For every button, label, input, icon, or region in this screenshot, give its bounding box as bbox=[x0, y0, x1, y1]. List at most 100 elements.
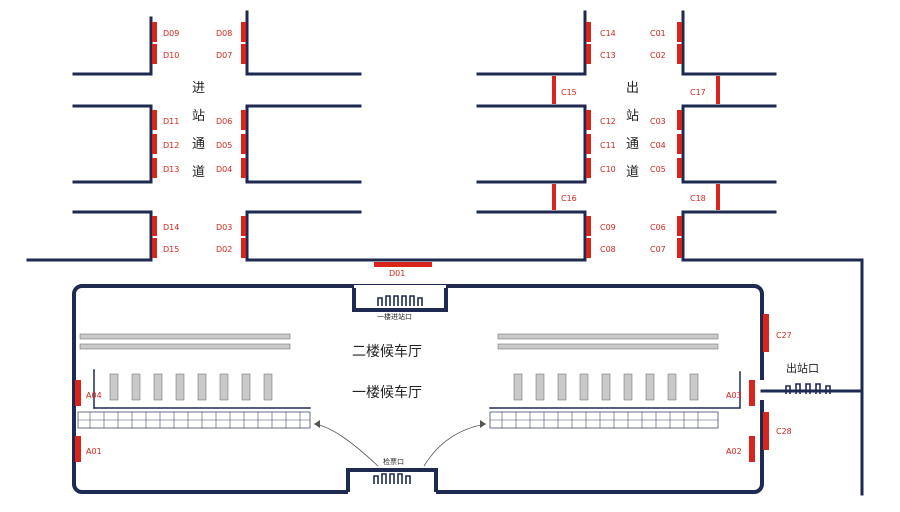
camera-marker-d03 bbox=[241, 216, 246, 236]
camera-marker-c04 bbox=[677, 134, 682, 154]
camera-marker-c03 bbox=[677, 110, 682, 130]
seats-1f-right bbox=[513, 373, 699, 401]
camera-label-d04: D04 bbox=[216, 165, 232, 174]
camera-label-c12: C12 bbox=[600, 117, 616, 126]
camera-marker-d01 bbox=[374, 262, 432, 267]
camera-marker-c10 bbox=[586, 158, 591, 178]
camera-label-c27: C27 bbox=[776, 331, 792, 340]
camera-label-c02: C02 bbox=[650, 51, 666, 60]
camera-label-d11: D11 bbox=[163, 117, 179, 126]
camera-marker-a03 bbox=[749, 380, 755, 406]
camera-marker-d09 bbox=[152, 22, 157, 42]
camera-marker-c16 bbox=[552, 184, 556, 210]
camera-label-c14: C14 bbox=[600, 29, 616, 38]
flow-arrow-left bbox=[313, 423, 379, 467]
entry-passage-char-4: 道 bbox=[192, 165, 205, 180]
camera-label-d14: D14 bbox=[163, 223, 179, 232]
camera-label-c05: C05 bbox=[650, 165, 666, 174]
camera-marker-c07 bbox=[677, 238, 682, 258]
exit-passage-char-4: 道 bbox=[626, 165, 639, 180]
camera-label-c16: C16 bbox=[561, 194, 577, 203]
turnstile-bottom bbox=[373, 473, 411, 484]
camera-label-c06: C06 bbox=[650, 223, 666, 232]
camera-label-c08: C08 bbox=[600, 245, 616, 254]
camera-label-c15: C15 bbox=[561, 88, 577, 97]
camera-label-d12: D12 bbox=[163, 141, 179, 150]
camera-label-d06: D06 bbox=[216, 117, 232, 126]
camera-marker-c14 bbox=[586, 22, 591, 42]
exit-passage-char-1: 出 bbox=[626, 81, 639, 96]
camera-marker-c27 bbox=[763, 314, 769, 352]
camera-marker-c02 bbox=[677, 44, 682, 64]
camera-label-c09: C09 bbox=[600, 223, 616, 232]
camera-marker-d15 bbox=[152, 238, 157, 258]
entry-passage-walls bbox=[26, 10, 587, 262]
camera-marker-c08 bbox=[586, 238, 591, 258]
kiosk-row-left bbox=[77, 411, 311, 429]
kiosk-row-right bbox=[489, 411, 719, 429]
entry-passage-char-2: 站 bbox=[192, 109, 205, 124]
camera-label-a03: A03 bbox=[726, 391, 742, 400]
camera-marker-d02 bbox=[241, 238, 246, 258]
camera-marker-c06 bbox=[677, 216, 682, 236]
exit-gate-label: 出站口 bbox=[786, 361, 819, 375]
camera-label-c18: C18 bbox=[690, 194, 706, 203]
camera-label-d07: D07 bbox=[216, 51, 232, 60]
camera-marker-c11 bbox=[586, 134, 591, 154]
camera-label-d08: D08 bbox=[216, 29, 232, 38]
camera-marker-c13 bbox=[586, 44, 591, 64]
camera-marker-d10 bbox=[152, 44, 157, 64]
camera-marker-d13 bbox=[152, 158, 157, 178]
exit-passage-char-2: 站 bbox=[626, 109, 639, 124]
hall-1f-label: 一楼候车厅 bbox=[352, 384, 422, 401]
camera-marker-a02 bbox=[749, 436, 755, 462]
turnstile-top bbox=[377, 295, 423, 306]
camera-marker-d05 bbox=[241, 134, 246, 154]
camera-marker-c12 bbox=[586, 110, 591, 130]
camera-label-d01: D01 bbox=[389, 269, 405, 278]
camera-marker-c15 bbox=[552, 76, 556, 104]
hall-2f-label: 二楼候车厅 bbox=[352, 343, 422, 360]
camera-label-d13: D13 bbox=[163, 165, 179, 174]
camera-marker-a04 bbox=[75, 380, 81, 406]
camera-marker-d07 bbox=[241, 44, 246, 64]
camera-marker-d12 bbox=[152, 134, 157, 154]
camera-marker-c17 bbox=[716, 76, 720, 104]
exit-turnstile bbox=[785, 383, 831, 394]
camera-label-c07: C07 bbox=[650, 245, 666, 254]
camera-label-c11: C11 bbox=[600, 141, 616, 150]
camera-marker-a01 bbox=[75, 436, 81, 462]
seats-1f-left bbox=[109, 373, 273, 401]
camera-label-d09: D09 bbox=[163, 29, 179, 38]
camera-label-d03: D03 bbox=[216, 223, 232, 232]
gate-2f-label: 一楼进站口 bbox=[377, 312, 412, 321]
camera-marker-d14 bbox=[152, 216, 157, 236]
camera-marker-d04 bbox=[241, 158, 246, 178]
camera-label-c17: C17 bbox=[690, 88, 706, 97]
camera-label-c01: C01 bbox=[650, 29, 666, 38]
camera-label-a01: A01 bbox=[86, 447, 102, 456]
camera-marker-c01 bbox=[677, 22, 682, 42]
camera-marker-c18 bbox=[716, 184, 720, 210]
camera-marker-d11 bbox=[152, 110, 157, 130]
camera-label-a02: A02 bbox=[726, 447, 742, 456]
camera-label-d02: D02 bbox=[216, 245, 232, 254]
camera-label-c10: C10 bbox=[600, 165, 616, 174]
camera-label-c13: C13 bbox=[600, 51, 616, 60]
exit-passage-walls bbox=[476, 10, 864, 496]
ticket-gate-label: 检票口 bbox=[383, 457, 404, 466]
camera-label-d10: D10 bbox=[163, 51, 179, 60]
camera-marker-d08 bbox=[241, 22, 246, 42]
camera-marker-d06 bbox=[241, 110, 246, 130]
benches-2f-left bbox=[79, 333, 291, 350]
camera-marker-c28 bbox=[763, 412, 769, 450]
camera-label-c03: C03 bbox=[650, 117, 666, 126]
entry-passage-char-1: 进 bbox=[192, 81, 205, 96]
camera-label-d05: D05 bbox=[216, 141, 232, 150]
flow-arrow-right bbox=[423, 423, 487, 467]
camera-label-d15: D15 bbox=[163, 245, 179, 254]
benches-2f-right bbox=[497, 333, 719, 350]
entry-passage-char-3: 通 bbox=[192, 137, 205, 152]
camera-label-a04: A04 bbox=[86, 391, 102, 400]
